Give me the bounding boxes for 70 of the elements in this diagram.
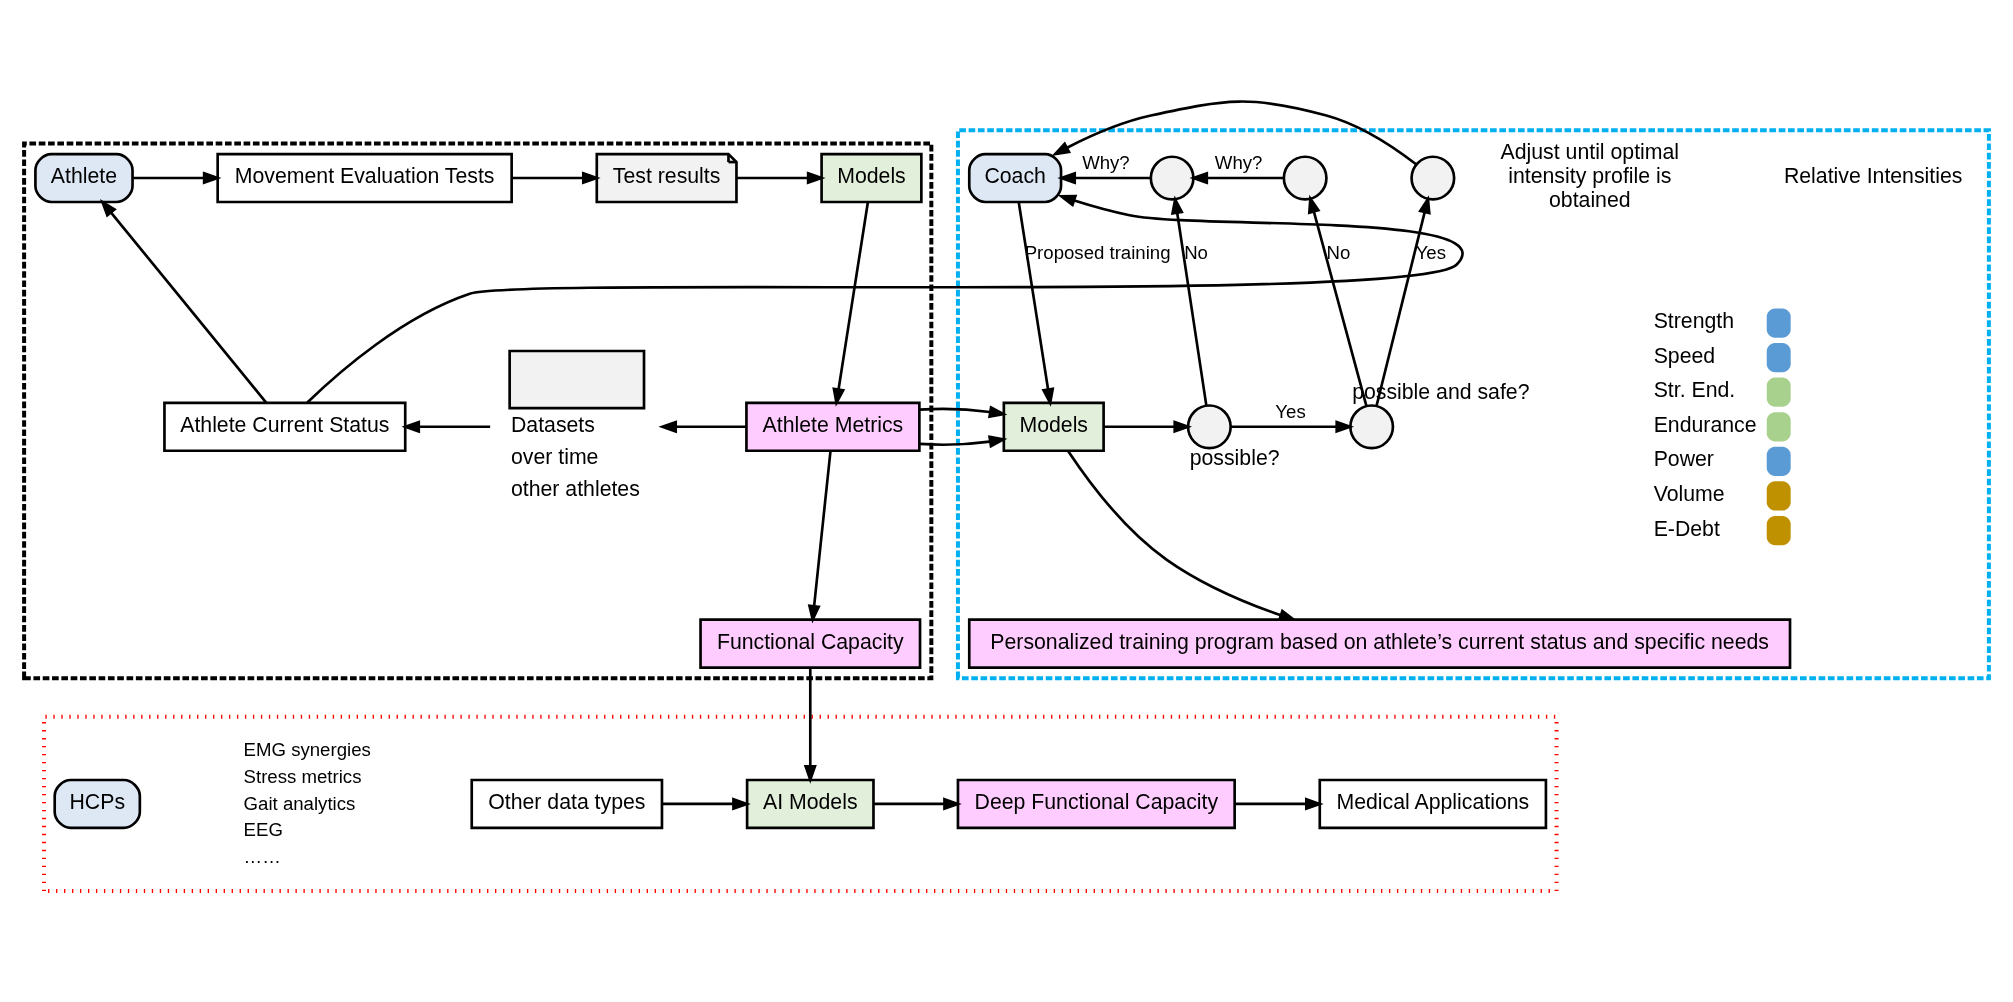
- edge-label: No: [1184, 241, 1208, 263]
- legend-label: E-Debt: [1653, 516, 1720, 541]
- label: Gait analytics: [243, 791, 356, 813]
- edge-label: Why?: [1214, 151, 1263, 173]
- node-label: over time: [510, 444, 599, 469]
- arrow: [1051, 99, 1417, 165]
- label: EEG: [243, 818, 283, 840]
- arrow: [1017, 201, 1055, 407]
- node-label: other athletes: [510, 476, 640, 501]
- arrow: [1375, 194, 1431, 406]
- arrow: [662, 796, 751, 810]
- arrow: [807, 450, 832, 624]
- arrow: [1170, 195, 1208, 406]
- arrow: [658, 419, 747, 433]
- node-box: Coach: [967, 152, 1063, 203]
- arrow: [1307, 194, 1368, 406]
- arrow: [99, 198, 268, 404]
- node-box: Models: [1002, 401, 1105, 452]
- legend-label: Power: [1653, 446, 1714, 471]
- node-box: Athlete Current Status: [163, 401, 407, 452]
- label: ……: [243, 845, 281, 867]
- node-box: Models: [820, 152, 923, 203]
- edge-label: Yes: [1415, 241, 1447, 263]
- label: Stress metrics: [243, 765, 362, 787]
- legend-label: Speed: [1653, 343, 1716, 368]
- node-circle: [1349, 403, 1395, 449]
- label: EMG synergies: [243, 738, 371, 760]
- arrow: [919, 404, 1008, 448]
- cluster: [955, 127, 1991, 680]
- cluster: [42, 714, 1559, 893]
- arrow: [132, 171, 222, 185]
- cluster: [22, 140, 934, 680]
- node-circle: [1186, 403, 1232, 449]
- arrow: [736, 171, 826, 185]
- node-label: Datasets: [510, 412, 595, 437]
- node-box: AI Models: [745, 778, 875, 829]
- node-box: Medical Applications: [1318, 778, 1548, 829]
- arrow: [1104, 419, 1193, 433]
- edge-label: Yes: [1275, 400, 1306, 422]
- node-label: possible?: [1189, 445, 1280, 470]
- node-box: Athlete Metrics: [745, 401, 921, 452]
- node-box: Athlete: [34, 152, 134, 203]
- node-circle: [1282, 154, 1328, 201]
- arrow: [1235, 796, 1324, 810]
- arrow: [512, 171, 601, 185]
- node-box: Functional Capacity: [699, 617, 922, 669]
- arrow: [1230, 419, 1355, 433]
- edge-label: Why?: [1082, 151, 1130, 173]
- legend-label: Strength: [1653, 308, 1735, 333]
- edge-label: No: [1326, 241, 1351, 263]
- node-circle: [1410, 154, 1456, 201]
- arrow: [1189, 171, 1284, 185]
- label: Relative Intensities: [1783, 163, 1963, 188]
- node-box: Deep Functional Capacity: [956, 778, 1236, 829]
- arrow: [803, 667, 817, 784]
- arrow: [1057, 171, 1151, 185]
- arrow: [832, 201, 870, 407]
- node-circle: [1149, 154, 1195, 201]
- arrow: [306, 194, 1462, 403]
- node-box: Movement Evaluation Tests: [216, 152, 513, 203]
- arrow: [873, 796, 962, 810]
- node-label: Adjust until optimal intensity profile is obtained: [1500, 139, 1680, 212]
- legend-label: Str. End.: [1653, 377, 1736, 402]
- legend-label: Volume: [1653, 481, 1725, 506]
- legend-label: Endurance: [1653, 412, 1757, 437]
- node-box: Other data types: [470, 778, 664, 829]
- node-box: HCPs: [53, 778, 142, 829]
- node-box: Personalized training program based on athlete’s current status and specific needs: [967, 617, 1792, 669]
- arrow: [1067, 449, 1298, 621]
- arrow: [401, 419, 491, 433]
